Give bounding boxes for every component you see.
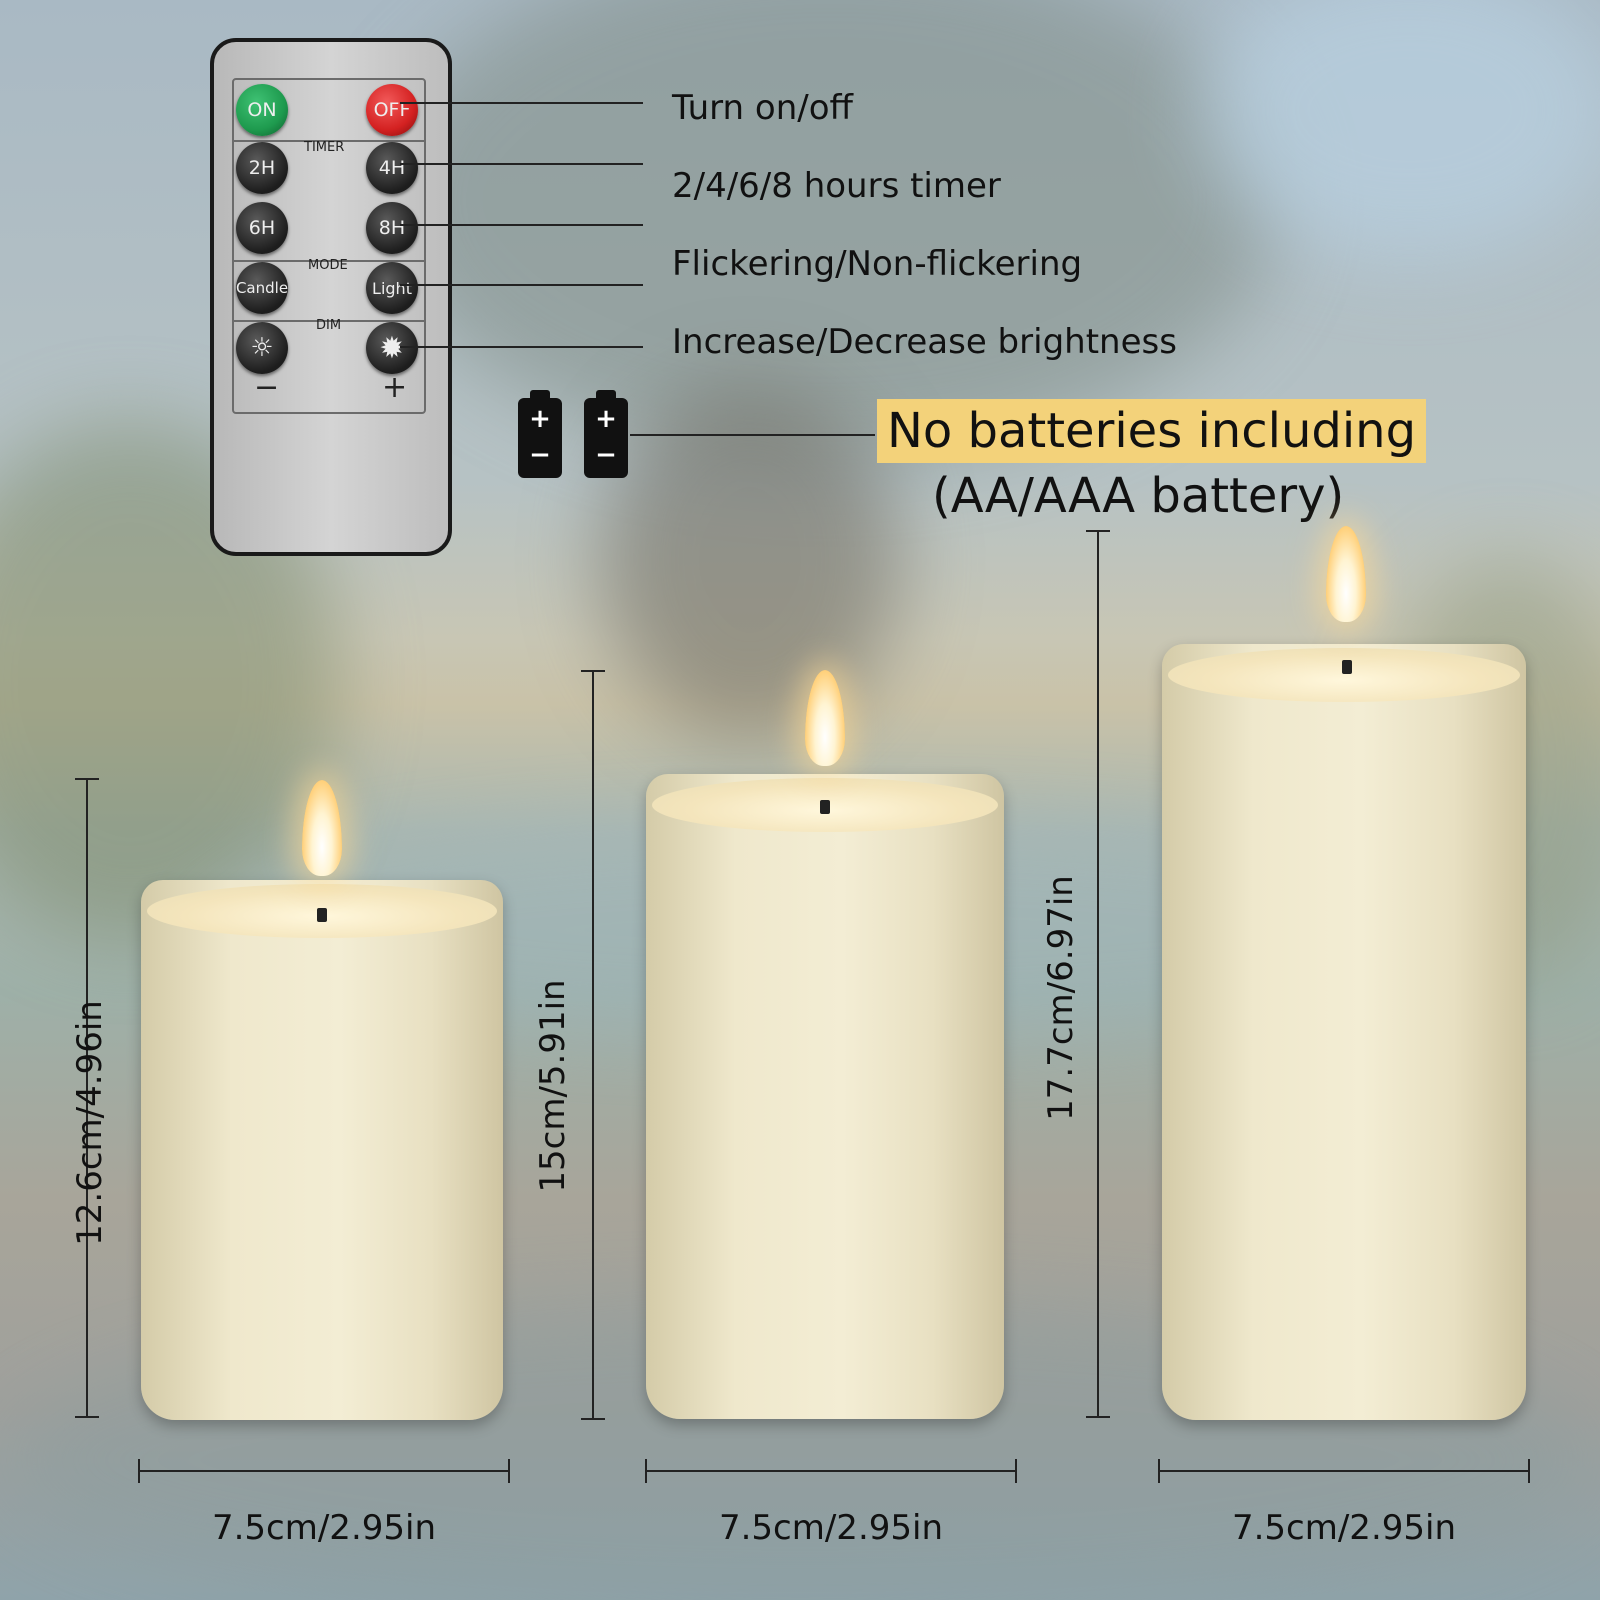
timer-4h-label: 4H	[378, 157, 406, 179]
light-mode-button[interactable]: Light	[366, 262, 418, 314]
height-label-large: 17.7cm/6.97in	[1041, 875, 1081, 1121]
width-label-small: 7.5cm/2.95in	[211, 1508, 437, 1548]
dim-minus-sign: −	[254, 370, 280, 405]
height-dimension-line-medium	[581, 670, 605, 1420]
mode-heading: MODE	[308, 258, 348, 273]
leader-line-timer	[400, 163, 643, 165]
battery-icon: + −	[584, 390, 628, 478]
leader-line-mode-light	[400, 284, 643, 286]
light-mode-label: Light	[372, 278, 412, 298]
timer-4h-button[interactable]: 4H	[366, 142, 418, 194]
dim-heading: DIM	[316, 318, 342, 333]
tree-canopy-blur	[380, 0, 1280, 460]
tree-trunk-blur	[600, 380, 900, 740]
remote-divider	[234, 260, 424, 262]
width-dimension-line-large	[1158, 1459, 1530, 1483]
wick	[317, 908, 327, 922]
timer-2h-button[interactable]: 2H	[236, 142, 288, 194]
leader-line-battery	[630, 434, 875, 436]
battery-minus-sign: −	[595, 440, 617, 470]
dim-plus-sign: +	[382, 370, 408, 405]
battery-plus-sign: +	[529, 404, 551, 434]
height-label-small: 12.6cm/4.96in	[70, 1000, 110, 1246]
timer-8h-label: 8H	[378, 217, 406, 239]
wick	[820, 800, 830, 814]
battery-note-highlight: No batteries including	[877, 399, 1427, 463]
dim-up-button[interactable]: ✹	[366, 322, 418, 374]
on-button-label: ON	[247, 99, 277, 121]
candle-small	[141, 780, 503, 1420]
height-label-medium: 15cm/5.91in	[533, 979, 573, 1193]
candle-large	[1162, 526, 1526, 1420]
off-button-label: OFF	[373, 99, 411, 121]
sun-large-icon: ✹	[379, 330, 405, 366]
leader-line-onoff	[400, 102, 643, 104]
sky-blur	[1200, 0, 1600, 260]
battery-minus-sign: −	[529, 440, 551, 470]
height-dimension-line-large	[1086, 530, 1110, 1418]
width-dimension-line-small	[138, 1459, 510, 1483]
off-button[interactable]: OFF	[366, 84, 418, 136]
remote-divider	[234, 140, 424, 142]
candle-mode-button[interactable]: Candle	[236, 262, 288, 314]
feature-flicker-mode: Flickering/Non-flickering	[672, 244, 1083, 284]
dim-down-button[interactable]: ☼	[236, 322, 288, 374]
remote-control: ON OFF TIMER 2H 4H 6H 8H MODE Candle Lig…	[210, 38, 452, 556]
on-button[interactable]: ON	[236, 84, 288, 136]
feature-brightness: Increase/Decrease brightness	[672, 322, 1177, 362]
feature-timer: 2/4/6/8 hours timer	[672, 166, 1001, 206]
battery-plus-sign: +	[595, 404, 617, 434]
width-label-medium: 7.5cm/2.95in	[718, 1508, 944, 1548]
width-label-large: 7.5cm/2.95in	[1231, 1508, 1457, 1548]
candle-top	[1168, 648, 1520, 702]
battery-icon: + −	[518, 390, 562, 478]
timer-2h-label: 2H	[248, 157, 276, 179]
battery-type: (AA/AAA battery)	[932, 468, 1345, 524]
width-dimension-line-medium	[645, 1459, 1017, 1483]
wick	[1342, 660, 1352, 674]
timer-6h-label: 6H	[248, 217, 276, 239]
candle-medium	[646, 670, 1004, 1419]
leader-line-mode	[400, 224, 643, 226]
timer-heading: TIMER	[304, 140, 345, 155]
height-dimension-line-small	[75, 778, 99, 1418]
timer-6h-button[interactable]: 6H	[236, 202, 288, 254]
remote-divider	[234, 320, 424, 322]
leader-line-dim	[400, 346, 643, 348]
sun-small-icon: ☼	[250, 333, 274, 363]
candle-mode-label: Candle	[235, 279, 289, 297]
remote-button-panel: ON OFF TIMER 2H 4H 6H 8H MODE Candle Lig…	[232, 78, 426, 414]
timer-8h-button[interactable]: 8H	[366, 202, 418, 254]
feature-turn-on-off: Turn on/off	[672, 88, 853, 128]
